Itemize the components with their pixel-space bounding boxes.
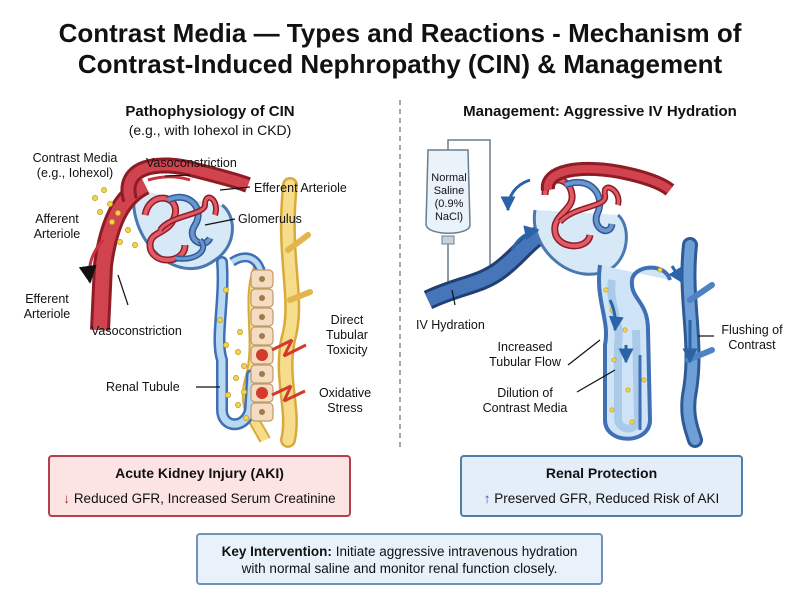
- left-panel-title: Pathophysiology of CIN: [125, 103, 295, 120]
- renal-protection-box: Renal Protection ↑ Preserved GFR, Reduce…: [460, 455, 743, 517]
- aki-title: Acute Kidney Injury (AKI): [115, 465, 284, 481]
- key-intervention-text1: Initiate aggressive intravenous hydratio…: [335, 544, 578, 559]
- protection-text: Preserved GFR, Reduced Risk of AKI: [494, 491, 720, 506]
- oxidative-bolt: [271, 384, 306, 403]
- key-intervention-box: Key Intervention: Initiate aggressive in…: [196, 533, 603, 585]
- right-nephron-illustration: [423, 139, 715, 448]
- main-title: Contrast Media — Types and Reactions - M…: [0, 18, 800, 80]
- label-efferent-arteriole-top: Efferent Arteriole: [254, 181, 347, 195]
- aki-result-box: Acute Kidney Injury (AKI) ↓ Reduced GFR,…: [48, 455, 351, 517]
- main-title-line1: Contrast Media — Types and Reactions - M…: [58, 18, 742, 48]
- label-glomerulus: Glomerulus: [238, 212, 302, 226]
- collecting-vessel: [680, 237, 715, 448]
- bowman-capsule: [132, 189, 234, 271]
- up-arrow-icon: ↑: [483, 491, 491, 506]
- label-vasoconstriction-top: Vasoconstriction: [146, 156, 237, 170]
- label-flushing-contrast: Flushing of Contrast: [721, 323, 783, 352]
- injured-cell-1: [256, 349, 268, 361]
- toxicity-bolt: [271, 338, 307, 358]
- aki-description: ↓ Reduced GFR, Increased Serum Creatinin…: [50, 491, 349, 506]
- main-title-line2: Contrast-Induced Nephropathy (CIN) & Man…: [77, 49, 723, 79]
- right-panel-title: Management: Aggressive IV Hydration: [463, 103, 737, 120]
- label-oxidative-stress: Oxidative Stress: [318, 386, 372, 415]
- label-afferent-arteriole: Afferent Arteriole: [33, 212, 81, 241]
- label-renal-tubule: Renal Tubule: [106, 380, 180, 394]
- key-intervention-text2: with normal saline and monitor renal fun…: [241, 561, 558, 576]
- leader-glomerulus: [204, 218, 236, 226]
- label-vasoconstriction-bottom: Vasoconstriction: [91, 324, 182, 338]
- leader-efferent-top: [219, 186, 251, 191]
- aki-text: Reduced GFR, Increased Serum Creatinine: [73, 491, 336, 506]
- label-direct-tubular-toxicity: Direct Tubular Toxicity: [326, 313, 368, 357]
- injured-cell-2: [256, 387, 268, 399]
- key-intervention-label: Key Intervention:: [221, 544, 332, 559]
- protection-description: ↑ Preserved GFR, Reduced Risk of AKI: [462, 491, 741, 506]
- down-arrow-icon: ↓: [63, 491, 71, 506]
- hydrated-tubule: [597, 264, 672, 441]
- protection-title: Renal Protection: [545, 465, 658, 481]
- tubular-cells: [250, 269, 274, 422]
- left-panel-subtitle: (e.g., with Iohexol in CKD): [128, 122, 292, 138]
- contrast-particles-left: [92, 187, 249, 421]
- label-iv-hydration: IV Hydration: [416, 318, 485, 332]
- label-dilution-contrast: Dilution of Contrast Media: [482, 386, 568, 415]
- left-nephron-illustration: [78, 157, 313, 448]
- glomerulus-tuft: [141, 193, 219, 264]
- label-increased-tubular-flow: Increased Tubular Flow: [489, 340, 561, 369]
- label-efferent-arteriole-left: Efferent Arteriole: [23, 292, 71, 321]
- label-normal-saline: Normal Saline (0.9% NaCl): [431, 172, 467, 223]
- leader-vasoconstriction-bottom: [117, 274, 129, 306]
- label-contrast-media: Contrast Media (e.g., Iohexol): [32, 151, 118, 180]
